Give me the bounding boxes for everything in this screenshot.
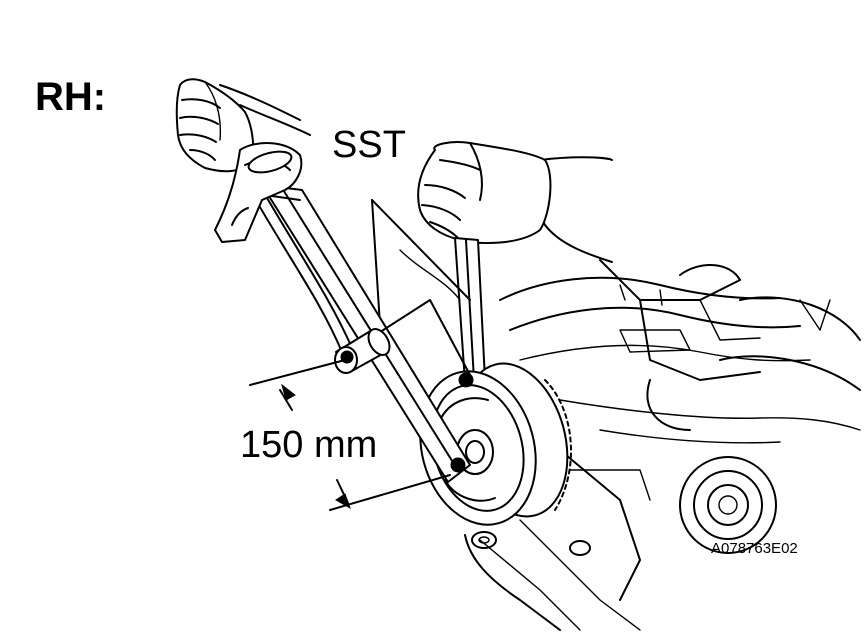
figure-code: A078763E02	[711, 540, 798, 557]
side-label: RH:	[35, 75, 106, 119]
dimension-150mm	[249, 359, 451, 511]
sst-holding-bar	[454, 237, 486, 383]
camshaft-sprocket	[419, 362, 572, 526]
dimension-label: 150 mm	[240, 424, 377, 466]
lower-pin-dot	[450, 457, 466, 473]
upper-pin-dot	[458, 372, 474, 388]
crank-pulley	[679, 456, 777, 554]
bolt-detail	[471, 531, 591, 556]
right-hand	[417, 141, 613, 263]
sst-label: SST	[332, 124, 406, 166]
engine-block	[464, 259, 861, 631]
sst-leader	[371, 199, 471, 326]
wrench-head	[214, 142, 303, 243]
